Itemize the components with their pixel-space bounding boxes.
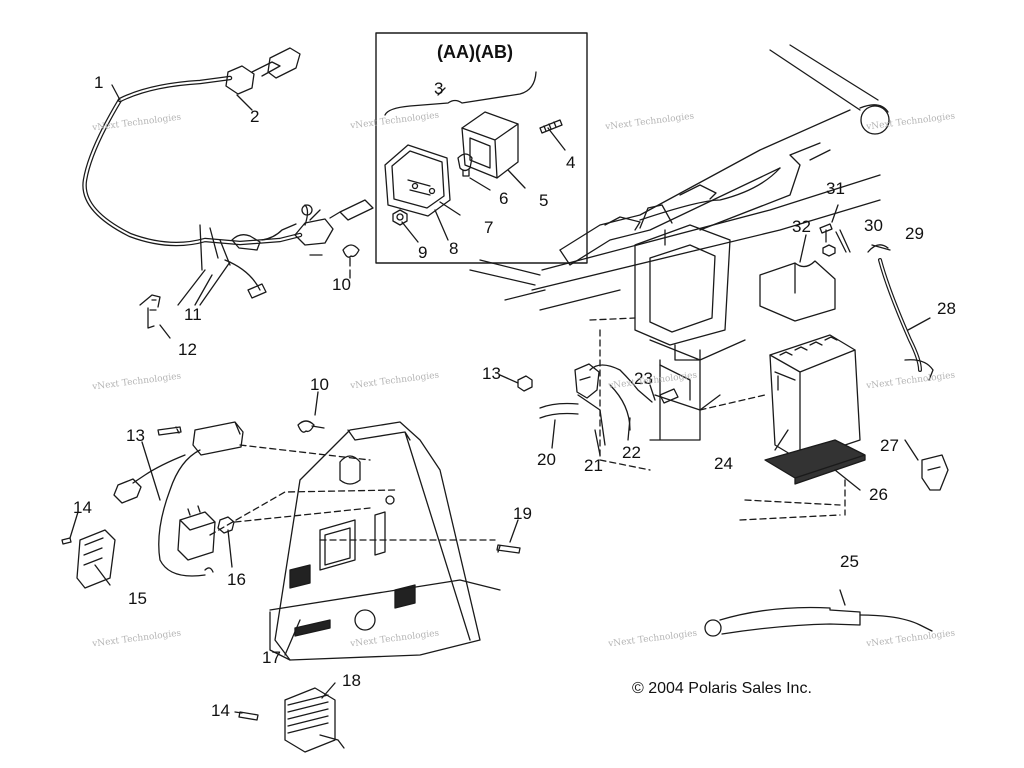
inset-bracket <box>384 71 537 116</box>
callout-6: 6 <box>499 189 509 208</box>
wiring-harness <box>82 47 374 299</box>
callout-12: 12 <box>178 340 197 359</box>
callout-3: 3 <box>434 79 444 98</box>
callout-19: 19 <box>513 504 532 523</box>
callout-11: 11 <box>184 305 202 324</box>
rectifier <box>76 529 116 589</box>
terminal-boot <box>921 454 949 491</box>
tail-lamp-housing <box>461 111 519 179</box>
lamp-bulb <box>457 153 473 177</box>
callout-15: 15 <box>128 589 147 608</box>
callout-21: 21 <box>584 456 603 475</box>
callout-9: 9 <box>418 243 428 262</box>
battery-cover <box>759 260 836 322</box>
harness-bracket <box>139 294 161 329</box>
battery-bolt <box>819 223 851 257</box>
callout-14-upper: 14 <box>73 498 92 517</box>
callout-2: 2 <box>250 107 260 126</box>
callout-20: 20 <box>537 450 556 469</box>
ignition-coil <box>113 421 244 577</box>
callout-10-lower: 10 <box>310 375 329 394</box>
callout-31: 31 <box>826 179 845 198</box>
callout-28: 28 <box>937 299 956 318</box>
callout-13-right: 13 <box>482 364 501 383</box>
wire-clip-lower <box>297 420 325 433</box>
callout-17: 17 <box>262 648 281 667</box>
callout-5: 5 <box>539 191 549 210</box>
callout-1: 1 <box>94 73 104 92</box>
callout-13-left: 13 <box>126 426 145 445</box>
vent-tube <box>867 244 934 381</box>
callout-29: 29 <box>905 224 924 243</box>
callout-26: 26 <box>869 485 888 504</box>
battery-box <box>634 204 746 411</box>
callout-16: 16 <box>227 570 246 589</box>
frame-rails <box>469 44 890 311</box>
callout-27: 27 <box>880 436 899 455</box>
wire-clip <box>342 244 360 267</box>
callout-23: 23 <box>634 369 653 388</box>
small-screw <box>61 537 72 545</box>
coil-nut <box>217 516 235 534</box>
inset-title: (AA)(AB) <box>437 42 513 62</box>
coil-bolt <box>157 426 182 436</box>
callout-22: 22 <box>622 443 641 462</box>
regulator-screw <box>238 711 259 721</box>
callout-4: 4 <box>566 153 576 172</box>
lamp-screw <box>539 119 563 134</box>
callout-14-lower: 14 <box>211 701 230 720</box>
regulator <box>284 687 345 753</box>
callout-32: 32 <box>792 217 811 236</box>
callout-7: 7 <box>484 218 494 237</box>
callout-8: 8 <box>449 239 459 258</box>
copyright-notice: © 2004 Polaris Sales Inc. <box>632 680 812 697</box>
callout-24: 24 <box>714 454 733 473</box>
mounting-plate <box>269 421 501 661</box>
battery <box>769 334 861 461</box>
callout-18: 18 <box>342 671 361 690</box>
callout-30: 30 <box>864 216 883 235</box>
ground-cable <box>704 589 933 637</box>
lamp-nut <box>392 209 408 226</box>
callout-10-upper: 10 <box>332 275 351 294</box>
inset-box <box>375 32 588 264</box>
plate-bolt <box>496 544 521 554</box>
battery-pad <box>764 439 866 485</box>
callout-25: 25 <box>840 552 859 571</box>
battery-cables <box>517 363 679 446</box>
tail-lamp-lens <box>384 144 451 217</box>
